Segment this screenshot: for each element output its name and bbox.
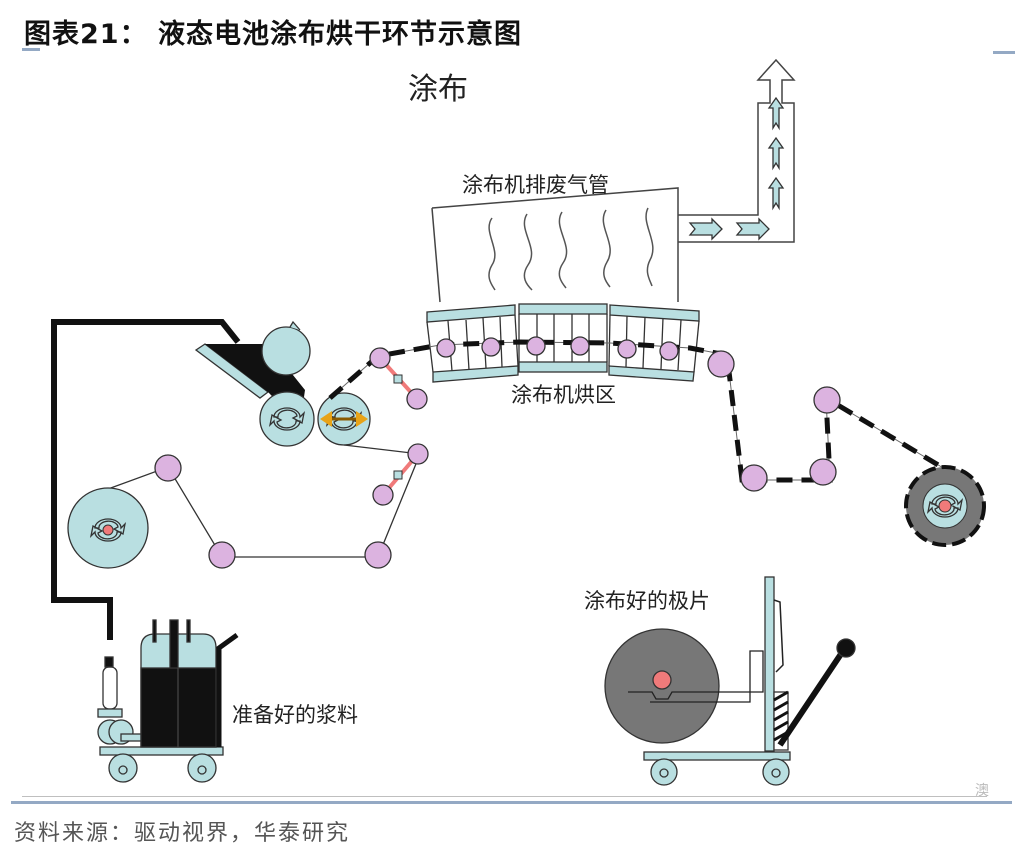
right-arrow-icon [736, 218, 770, 240]
oven-idler-roller [481, 337, 501, 357]
idler-roller [740, 464, 768, 492]
watermark: 澳 [975, 783, 989, 799]
up-arrow-icon [768, 177, 784, 209]
up-arrow-icon [768, 137, 784, 169]
metering-roller [261, 326, 311, 376]
coated-web-path [328, 336, 986, 547]
idler-roller [208, 541, 236, 569]
oven-idler-roller [526, 336, 546, 356]
title-accent-right [993, 51, 1015, 54]
idler-roller [154, 454, 182, 482]
right-arrow-icon [689, 218, 723, 240]
trolley-handle [777, 646, 848, 747]
electrode-trolley [604, 576, 856, 786]
oven-idler-roller [570, 336, 590, 356]
double-arrow-icon [320, 411, 368, 427]
tension-arm [369, 347, 428, 410]
source-note: 资料来源：驱动视界，华泰研究 [14, 821, 351, 846]
idler-roller [364, 541, 392, 569]
oven-section-right [608, 304, 700, 382]
slurry-feed-pipe [51, 319, 241, 640]
tension-arm [372, 443, 429, 506]
coated-electrode-label: 涂布好的极片 [584, 589, 710, 613]
slurry-cart [97, 619, 239, 783]
roll-hub [102, 524, 114, 536]
section-heading: 涂布 [408, 72, 468, 107]
drying-oven: 涂布机烘区 [426, 303, 700, 407]
oven-idler-roller [617, 339, 637, 359]
exhaust-hood: 涂布机排废气管 [431, 58, 796, 303]
prepared-slurry-label: 准备好的浆料 [232, 703, 358, 727]
idler-roller [813, 386, 841, 414]
oven-idler-roller [436, 338, 456, 358]
exhaust-pipe-label: 涂布机排废气管 [462, 173, 609, 197]
heat-wave-lines [488, 207, 654, 291]
diagram-bottom-border [22, 796, 987, 797]
coating-head [194, 320, 371, 447]
drying-zone-label: 涂布机烘区 [511, 383, 616, 407]
idler-roller [809, 458, 837, 486]
oven-section-middle [518, 303, 608, 373]
slurry-tank [140, 619, 217, 748]
trolley-mast [764, 576, 775, 752]
idler-roller [707, 350, 735, 378]
up-arrow-icon [768, 97, 784, 129]
rewind-roll [904, 465, 986, 547]
oven-idler-roller [659, 341, 679, 361]
gas-cylinder [97, 656, 144, 745]
unwind-section [67, 443, 429, 569]
footer-rule [11, 801, 1012, 804]
figure-title: 图表21： 液态电池涂布烘干环节示意图 [24, 19, 522, 50]
title-accent-left [22, 48, 40, 51]
coating-roller [259, 391, 315, 447]
